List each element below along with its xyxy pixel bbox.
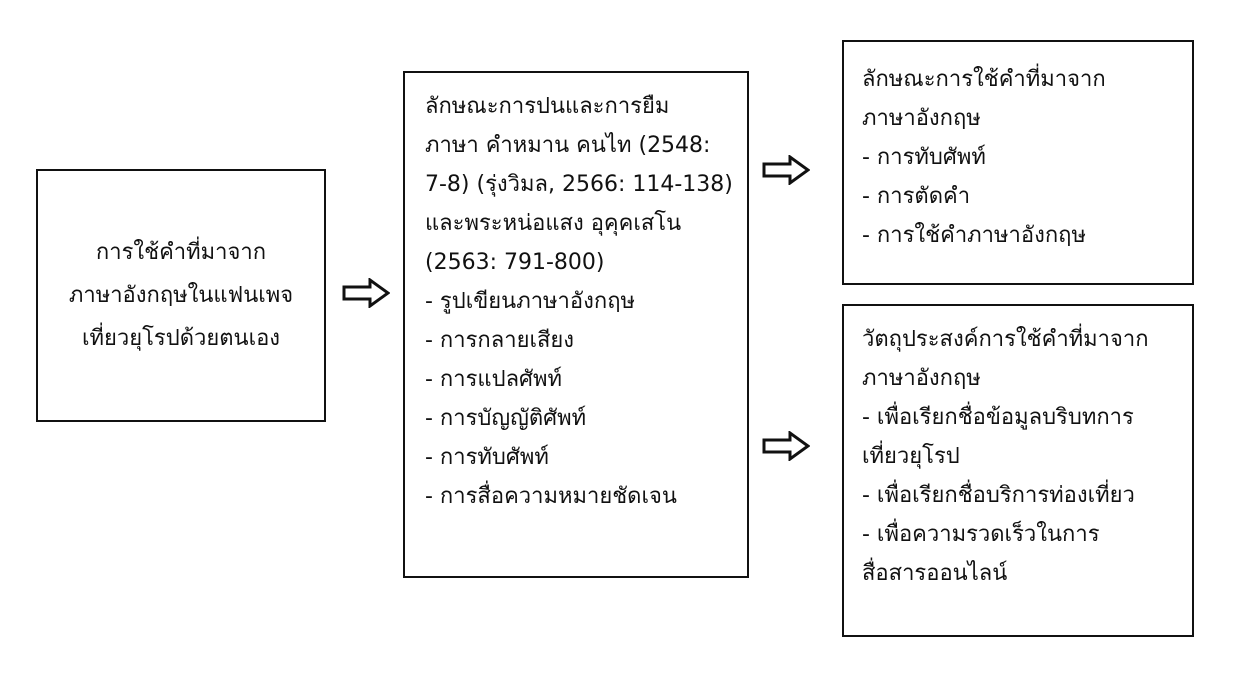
right-arrow-icon xyxy=(762,155,810,185)
box-text-line: ภาษา คำหมาน คนไท (2548: xyxy=(425,133,711,158)
right-arrow-icon xyxy=(342,278,390,308)
box-text-line: เที่ยวยุโรปด้วยตนเอง xyxy=(81,326,281,351)
box-list-item: - การสื่อความหมายชัดเจน xyxy=(425,484,677,509)
box-text-line: วัตถุประสงค์การใช้คำที่มาจาก xyxy=(862,327,1149,352)
box-list-item: - การตัดคำ xyxy=(862,184,971,209)
box-list-item: - การแปลศัพท์ xyxy=(425,367,563,392)
right-arrow-icon xyxy=(762,431,810,461)
box-text-line: สื่อสารออนไลน์ xyxy=(862,561,1008,586)
box-list-item: - เพื่อเรียกชื่อข้อมูลบริบทการ xyxy=(862,405,1134,430)
box-list-item: - การทับศัพท์ xyxy=(425,445,549,470)
box-text-line: การใช้คำที่มาจาก xyxy=(95,240,267,265)
box-list-item: - การใช้คำภาษาอังกฤษ xyxy=(862,223,1086,248)
objectives-box: วัตถุประสงค์การใช้คำที่มาจาก ภาษาอังกฤษ … xyxy=(842,304,1194,637)
box-list-item: - การทับศัพท์ xyxy=(862,145,986,170)
characteristics-box: ลักษณะการใช้คำที่มาจาก ภาษาอังกฤษ - การท… xyxy=(842,40,1194,285)
box-list-item: - การกลายเสียง xyxy=(425,328,575,353)
box-text-line: ลักษณะการใช้คำที่มาจาก xyxy=(862,67,1106,92)
box-text-line: (2563: 791-800) xyxy=(425,250,605,275)
source-box: การใช้คำที่มาจาก ภาษาอังกฤษในแฟนเพจ เที่… xyxy=(36,169,326,422)
box-text-line: และพระหน่อแสง อุคุคเสโน xyxy=(425,211,682,236)
box-list-item: - การบัญญัติศัพท์ xyxy=(425,406,587,431)
box-list-item: - เพื่อความรวดเร็วในการ xyxy=(862,522,1100,547)
box-list-item: - เพื่อเรียกชื่อบริการท่องเที่ยว xyxy=(862,483,1135,508)
box-text-line: ภาษาอังกฤษ xyxy=(862,106,981,131)
box-text-line: ภาษาอังกฤษในแฟนเพจ xyxy=(68,283,294,308)
box-text-line: เที่ยวยุโรป xyxy=(862,444,960,469)
box-text-line: ลักษณะการปนและการยืม xyxy=(425,94,670,119)
box-text-line: ภาษาอังกฤษ xyxy=(862,366,981,391)
box-list-item: - รูปเขียนภาษาอังกฤษ xyxy=(425,289,636,314)
framework-box: ลักษณะการปนและการยืม ภาษา คำหมาน คนไท (2… xyxy=(403,71,749,578)
box-text-line: 7-8) (รุ่งวิมล, 2566: 114-138) xyxy=(425,172,733,197)
